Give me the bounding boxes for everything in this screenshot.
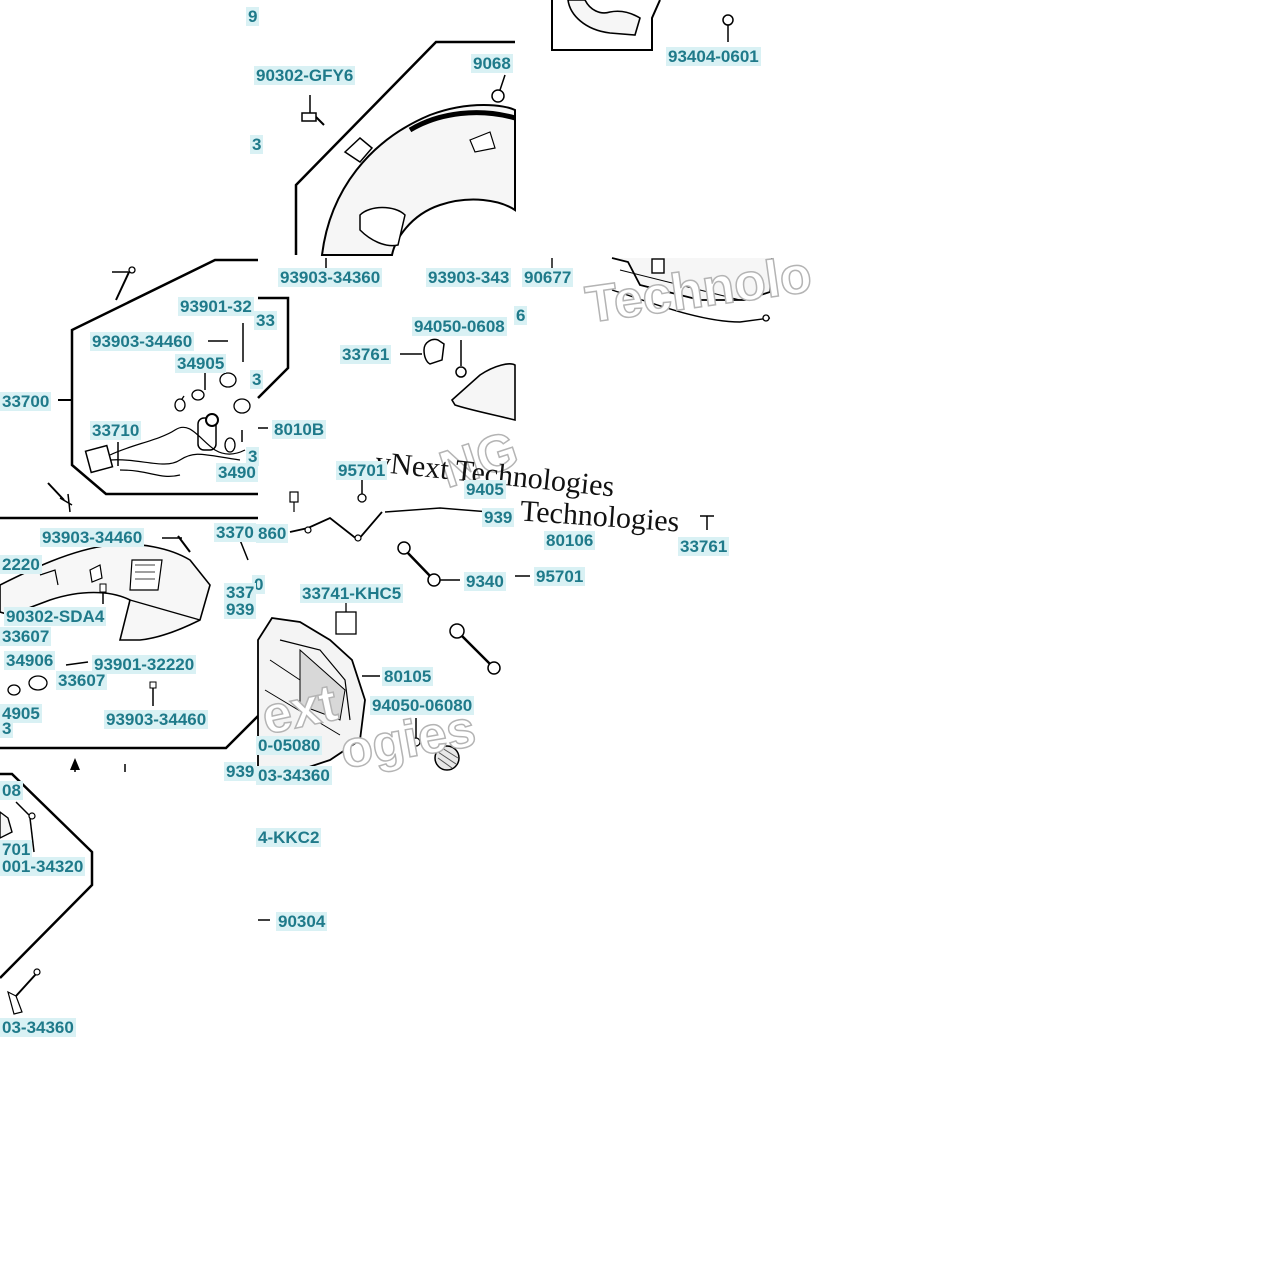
tile-fender-cover <box>294 40 516 270</box>
part-number-label: 90302-SDA4 <box>4 607 107 626</box>
tile-front-cover <box>0 516 259 772</box>
part-number-label: 3 <box>246 447 260 466</box>
part-number-label: 9340 <box>464 572 506 591</box>
part-number-label: 03-34360 <box>256 766 332 785</box>
part-number-label: 9 <box>246 7 260 26</box>
part-number-label: 93903-343 <box>426 268 512 287</box>
part-number-label: 33741-KHC5 <box>300 584 404 603</box>
part-number-label: 03-34360 <box>0 1018 76 1037</box>
part-number-label: 6 <box>514 306 528 325</box>
part-number-label: 2220 <box>0 555 42 574</box>
part-number-label: 93903-34360 <box>278 268 383 287</box>
part-number-label: 3 <box>250 135 264 154</box>
part-number-label: 80106 <box>544 531 596 550</box>
part-number-label: 94050-06080 <box>370 696 475 715</box>
part-number-label: 3 <box>0 719 14 738</box>
tile-license-bracket <box>257 511 501 771</box>
part-number-label: 3370 <box>214 523 256 542</box>
part-number-label: 93903-34460 <box>40 528 145 547</box>
part-number-label: 3490 <box>216 463 258 482</box>
part-number-label: 33761 <box>340 345 392 364</box>
tile-tail-lamp <box>289 338 516 513</box>
part-number-label: 4905 <box>0 704 42 723</box>
part-number-label: 4-KKC2 <box>256 828 322 847</box>
part-number-label: 860 <box>256 524 289 543</box>
part-number-label: 80105 <box>382 667 434 686</box>
part-number-label: 0-05080 <box>256 736 323 755</box>
part-number-label: 701 <box>0 840 33 859</box>
part-number-label: 90302-GFY6 <box>254 66 356 85</box>
tile-top-right <box>551 0 773 323</box>
part-number-label: 08 <box>0 781 23 800</box>
part-number-label: 8010B <box>272 420 327 439</box>
part-number-label: 34905 <box>175 354 227 373</box>
part-number-label: 3 <box>250 370 264 389</box>
part-number-label: 939 <box>224 762 257 781</box>
part-number-label: 9405 <box>464 480 506 499</box>
part-number-label: 33607 <box>56 671 108 690</box>
part-number-label: 33 <box>254 311 277 330</box>
part-number-label: 94050-0608 <box>412 317 507 336</box>
tile-bottom-left <box>0 772 270 1015</box>
part-number-label: 939 <box>482 508 515 527</box>
tile-headlight-wiring <box>47 258 290 513</box>
part-number-label: 33710 <box>90 421 142 440</box>
part-number-label: 93404-0601 <box>666 47 761 66</box>
part-number-label: 95701 <box>534 567 586 586</box>
part-number-label: 93901-32220 <box>92 655 197 674</box>
part-number-label: 90677 <box>522 268 574 287</box>
part-number-label: 93901-32 <box>178 297 254 316</box>
tile-right-fragment <box>515 515 714 577</box>
part-number-label: 95701 <box>336 461 388 480</box>
part-number-label: 001-34320 <box>0 857 86 876</box>
part-number-label: 90304 <box>276 912 328 931</box>
part-number-label: 33761 <box>678 537 730 556</box>
part-number-label: 9068 <box>471 54 513 73</box>
part-number-label: 939 <box>224 600 257 619</box>
part-number-label: 33700 <box>0 392 52 411</box>
part-number-label: 93903-34460 <box>90 332 195 351</box>
part-number-label: 93903-34460 <box>104 710 209 729</box>
part-number-label: 337 <box>224 583 257 602</box>
part-number-label: 33607 <box>0 627 52 646</box>
part-number-label: 34906 <box>4 651 56 670</box>
